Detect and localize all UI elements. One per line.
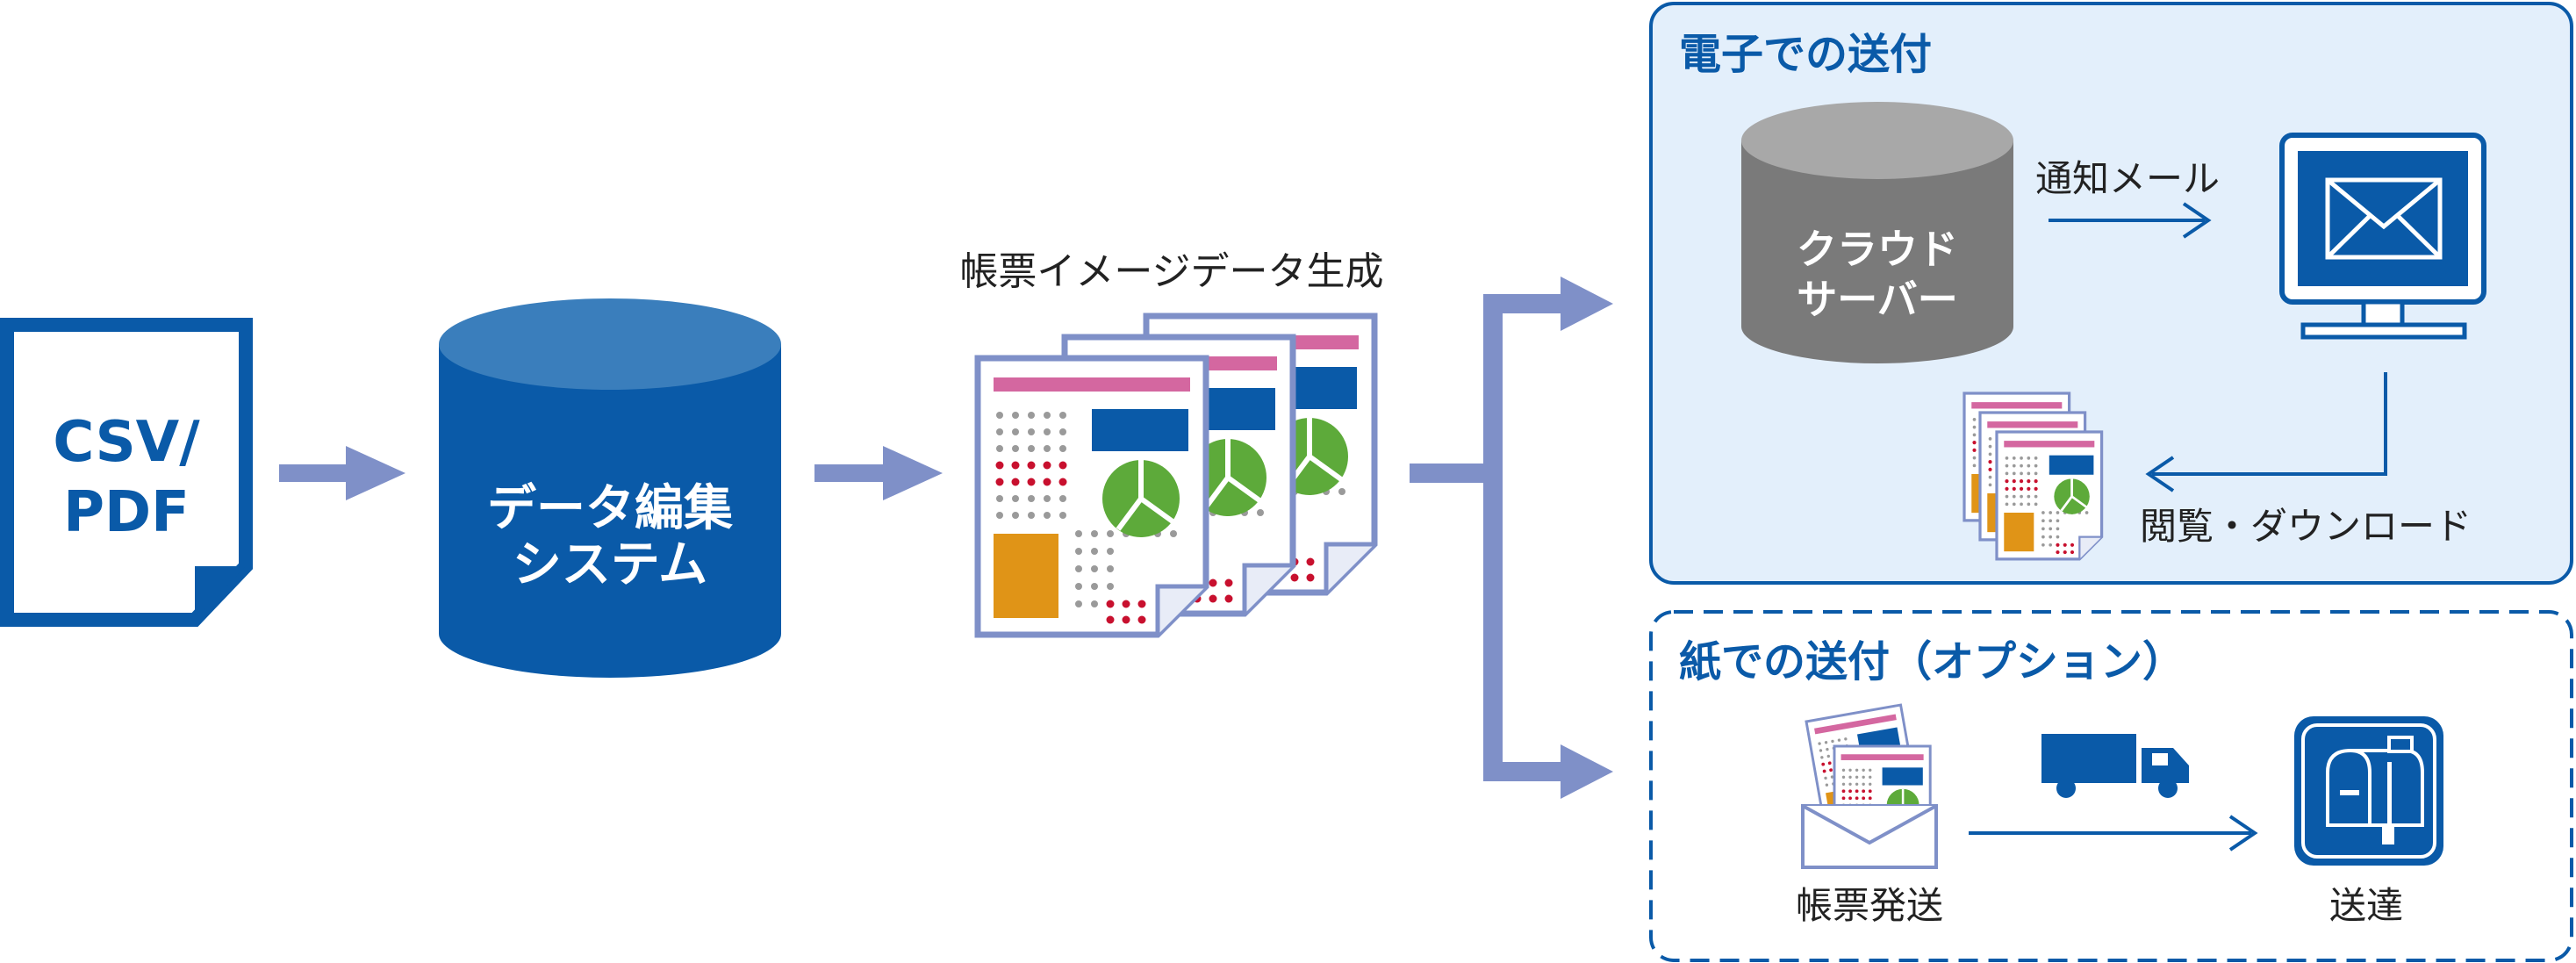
form-send-label: 帳票発送 — [1796, 884, 1943, 927]
cloud-server-icon — [1741, 102, 2013, 363]
envelope-forms-icon — [1801, 703, 1938, 869]
system-label-line2: システム — [513, 536, 707, 593]
image-gen-label: 帳票イメージデータ生成 — [959, 249, 1383, 294]
paper-title: 紙での送付（オプション） — [1679, 637, 2185, 686]
branch-connector — [1410, 277, 1613, 799]
electronic-title: 電子での送付 — [1679, 30, 1932, 79]
arrow-system-to-images — [814, 446, 943, 500]
arrow-notify-mail — [2049, 202, 2212, 239]
delivered-label: 送達 — [2329, 884, 2403, 927]
cloud-label-line2: サーバー — [1797, 276, 1958, 323]
arrow-view-download — [2145, 372, 2387, 492]
cloud-label-line1: クラウド — [1797, 226, 1958, 273]
arrow-source-to-system — [279, 446, 405, 500]
source-label-line1: CSV/ — [53, 410, 200, 475]
csv-pdf-document-icon — [0, 318, 253, 627]
notify-mail-label: 通知メール — [2035, 157, 2220, 200]
data-system-database-icon — [439, 298, 781, 678]
downloaded-forms-icon — [1962, 392, 2104, 561]
arrow-delivery — [1969, 815, 2258, 852]
delivery-truck-icon — [2041, 734, 2189, 798]
monitor-mail-icon — [2279, 133, 2486, 340]
mailbox-icon — [2294, 716, 2443, 866]
system-label-line1: データ編集 — [487, 480, 733, 537]
paper-delivery-panel — [1649, 610, 2573, 962]
form-image-stack-icon — [978, 316, 1374, 635]
view-download-label: 閲覧・ダウンロード — [2140, 505, 2472, 548]
source-label-line2: PDF — [63, 480, 190, 545]
